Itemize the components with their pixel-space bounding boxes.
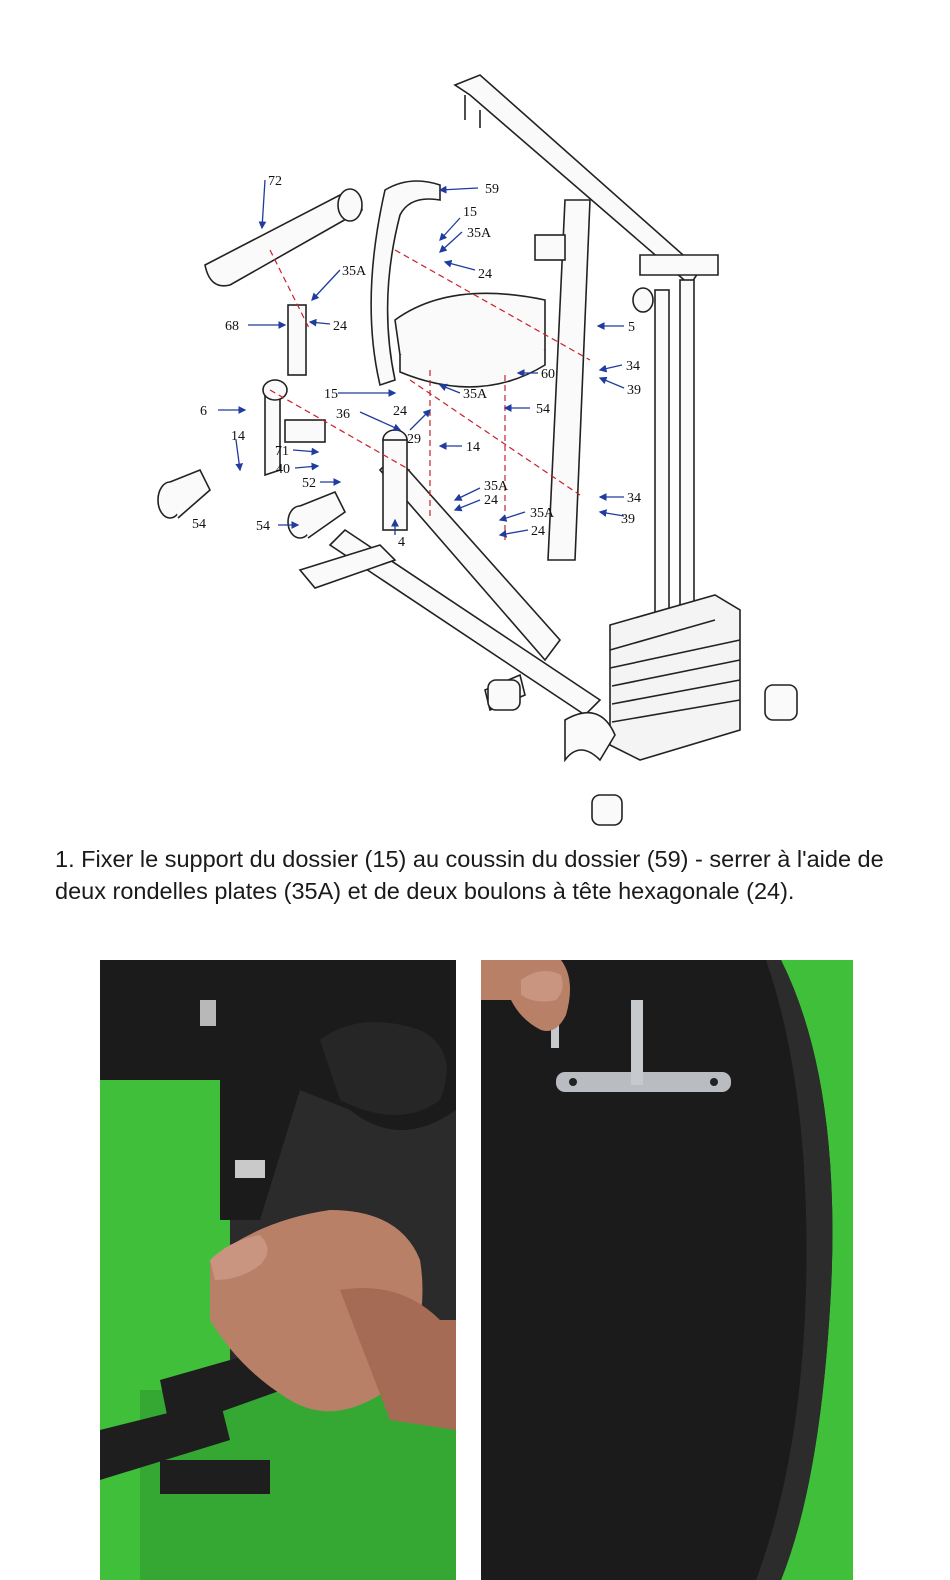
part-label-15: 15: [324, 387, 338, 402]
exploded-assembly-diagram: 72 59 15 35A 24 35A 68 24 5 34 39 60 15 …: [0, 0, 950, 840]
part-label-35a: 35A: [467, 226, 492, 241]
part-label-59: 59: [485, 182, 499, 197]
part-label-40: 40: [276, 462, 290, 477]
part-label-71: 71: [275, 444, 289, 459]
assembly-step-instruction: 1. Fixer le support du dossier (15) au c…: [55, 843, 905, 907]
part-label-14: 14: [466, 440, 480, 455]
part-label-72: 72: [268, 174, 282, 189]
part-label-60: 60: [541, 367, 555, 382]
part-label-35a: 35A: [484, 479, 509, 494]
part-label-24: 24: [531, 524, 545, 539]
part-label-4: 4: [398, 535, 405, 550]
part-label-24: 24: [393, 404, 407, 419]
part-label-36: 36: [336, 407, 350, 422]
photo-bracket-on-back-pad: [481, 960, 853, 1580]
part-label-34: 34: [626, 359, 640, 374]
part-label-34: 34: [627, 491, 641, 506]
photo-bolt-insertion: [100, 960, 456, 1580]
part-label-54: 54: [256, 519, 270, 534]
part-label-24: 24: [478, 267, 492, 282]
part-label-24: 24: [484, 493, 498, 508]
part-label-5: 5: [628, 320, 635, 335]
part-label-14: 14: [231, 429, 245, 444]
part-label-52: 52: [302, 476, 316, 491]
part-label-54: 54: [536, 402, 550, 417]
part-label-35a: 35A: [530, 506, 555, 521]
part-label-15: 15: [463, 205, 477, 220]
part-label-39: 39: [627, 383, 641, 398]
part-label-29: 29: [407, 432, 421, 447]
part-label-39: 39: [621, 512, 635, 527]
part-label-35a: 35A: [342, 264, 367, 279]
part-label-24: 24: [333, 319, 347, 334]
part-label-54: 54: [192, 517, 206, 532]
part-label-35a: 35A: [463, 387, 488, 402]
part-label-68: 68: [225, 319, 239, 334]
part-label-6: 6: [200, 404, 207, 419]
